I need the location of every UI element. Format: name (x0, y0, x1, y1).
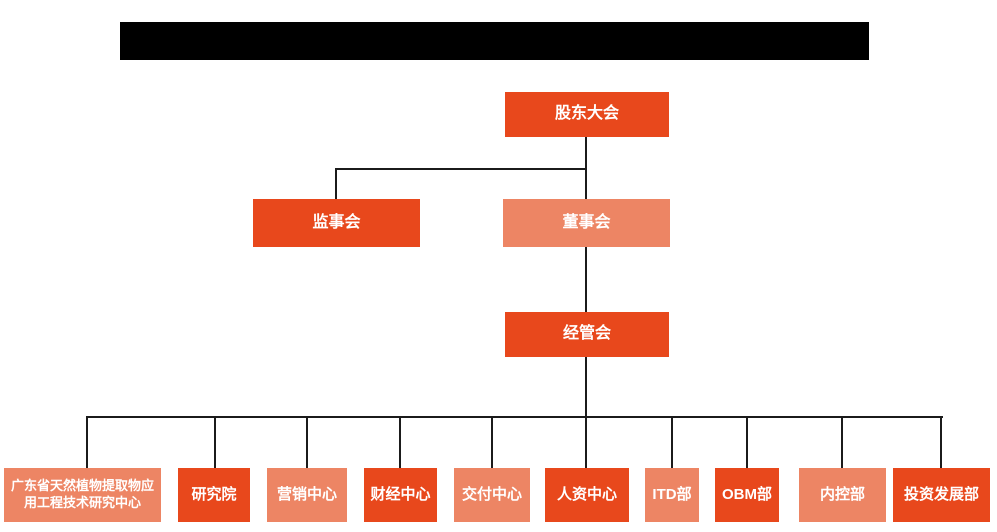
connector-dept-drop (399, 416, 401, 468)
node-dept-internal-control: 内控部 (799, 468, 886, 522)
connector-root-down (585, 137, 587, 170)
redacted-title-bar (120, 22, 869, 60)
connector-dept-drop (841, 416, 843, 468)
node-dept-investment-development: 投资发展部 (893, 468, 990, 522)
connector-board-to-mgmt (585, 247, 587, 312)
connector-dept-drop (491, 416, 493, 468)
connector-supervisory-drop (335, 168, 337, 199)
connector-board-drop (585, 168, 587, 199)
node-dept-delivery-center: 交付中心 (454, 468, 530, 522)
node-dept-guangdong-plant-extract-research-center: 广东省天然植物提取物应用工程技术研究中心 (4, 468, 161, 522)
node-supervisory-board: 监事会 (253, 199, 420, 247)
connector-dept-drop (86, 416, 88, 468)
node-dept-marketing-center: 营销中心 (267, 468, 347, 522)
node-shareholders-meeting: 股东大会 (505, 92, 669, 137)
connector-dept-branch (86, 416, 943, 418)
node-dept-research-institute: 研究院 (178, 468, 250, 522)
node-dept-itd: ITD部 (645, 468, 699, 522)
connector-dept-drop (306, 416, 308, 468)
connector-level2-branch (335, 168, 587, 170)
connector-dept-drop (940, 416, 942, 468)
connector-mgmt-down (585, 357, 587, 417)
connector-dept-drop (585, 416, 587, 468)
node-board-of-directors: 董事会 (503, 199, 670, 247)
connector-dept-drop (214, 416, 216, 468)
node-dept-obm: OBM部 (715, 468, 779, 522)
node-management-committee: 经管会 (505, 312, 669, 357)
node-dept-finance-center: 财经中心 (364, 468, 437, 522)
connector-dept-drop (671, 416, 673, 468)
node-dept-hr-center: 人资中心 (545, 468, 629, 522)
connector-dept-drop (746, 416, 748, 468)
